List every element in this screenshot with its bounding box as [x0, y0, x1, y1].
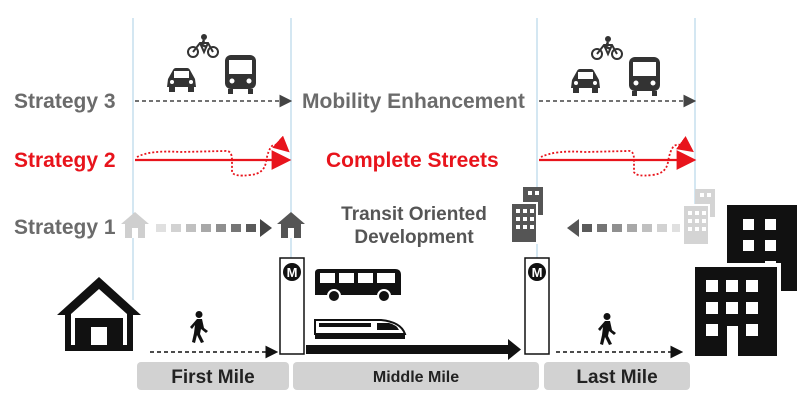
strategy-1-center-label-line1: Transit Oriented [341, 204, 487, 225]
office-building-icon [691, 205, 797, 360]
middle-mile-arrow [306, 339, 521, 360]
office-building-icon [682, 189, 715, 246]
bus-icon [315, 269, 401, 303]
metro-station-icon: M [524, 257, 550, 355]
strategy-1-center-label-line2: Development [354, 227, 474, 248]
segment-bar-middle-mile: Middle Mile [293, 362, 539, 390]
metro-marker-label: M [532, 265, 543, 280]
bicycle-icon [187, 34, 219, 58]
strategy-3-label: Strategy 3 [14, 90, 116, 113]
strategy-3-center-label: Mobility Enhancement [302, 90, 525, 113]
pedestrian-icon [190, 311, 208, 343]
office-building-icon [510, 187, 543, 244]
last-mile-label: Last Mile [576, 367, 657, 388]
car-icon [167, 68, 196, 92]
metro-station-icon: M [279, 257, 305, 355]
car-icon [571, 69, 600, 93]
strategy-2-left-dotted-path [136, 135, 290, 177]
house-icon [57, 277, 141, 351]
pedestrian-icon [598, 313, 616, 345]
metro-marker-label: M [287, 265, 298, 280]
segment-bar-first-mile: First Mile [137, 362, 289, 390]
strategy-2-center-label: Complete Streets [326, 149, 499, 172]
house-icon [121, 212, 149, 238]
middle-mile-label: Middle Mile [373, 369, 459, 386]
bus-icon [225, 55, 256, 94]
strategy-1-label: Strategy 1 [14, 216, 116, 239]
strategy-1-left-gradient-arrow [156, 219, 272, 237]
house-icon [277, 212, 305, 238]
strategy-1-right-gradient-arrow [567, 219, 680, 237]
first-mile-label: First Mile [171, 367, 254, 388]
bus-icon [629, 57, 660, 96]
train-icon [314, 319, 407, 339]
segment-bar-last-mile: Last Mile [544, 362, 690, 390]
strategy-2-label: Strategy 2 [14, 149, 116, 172]
bicycle-icon [591, 36, 623, 60]
